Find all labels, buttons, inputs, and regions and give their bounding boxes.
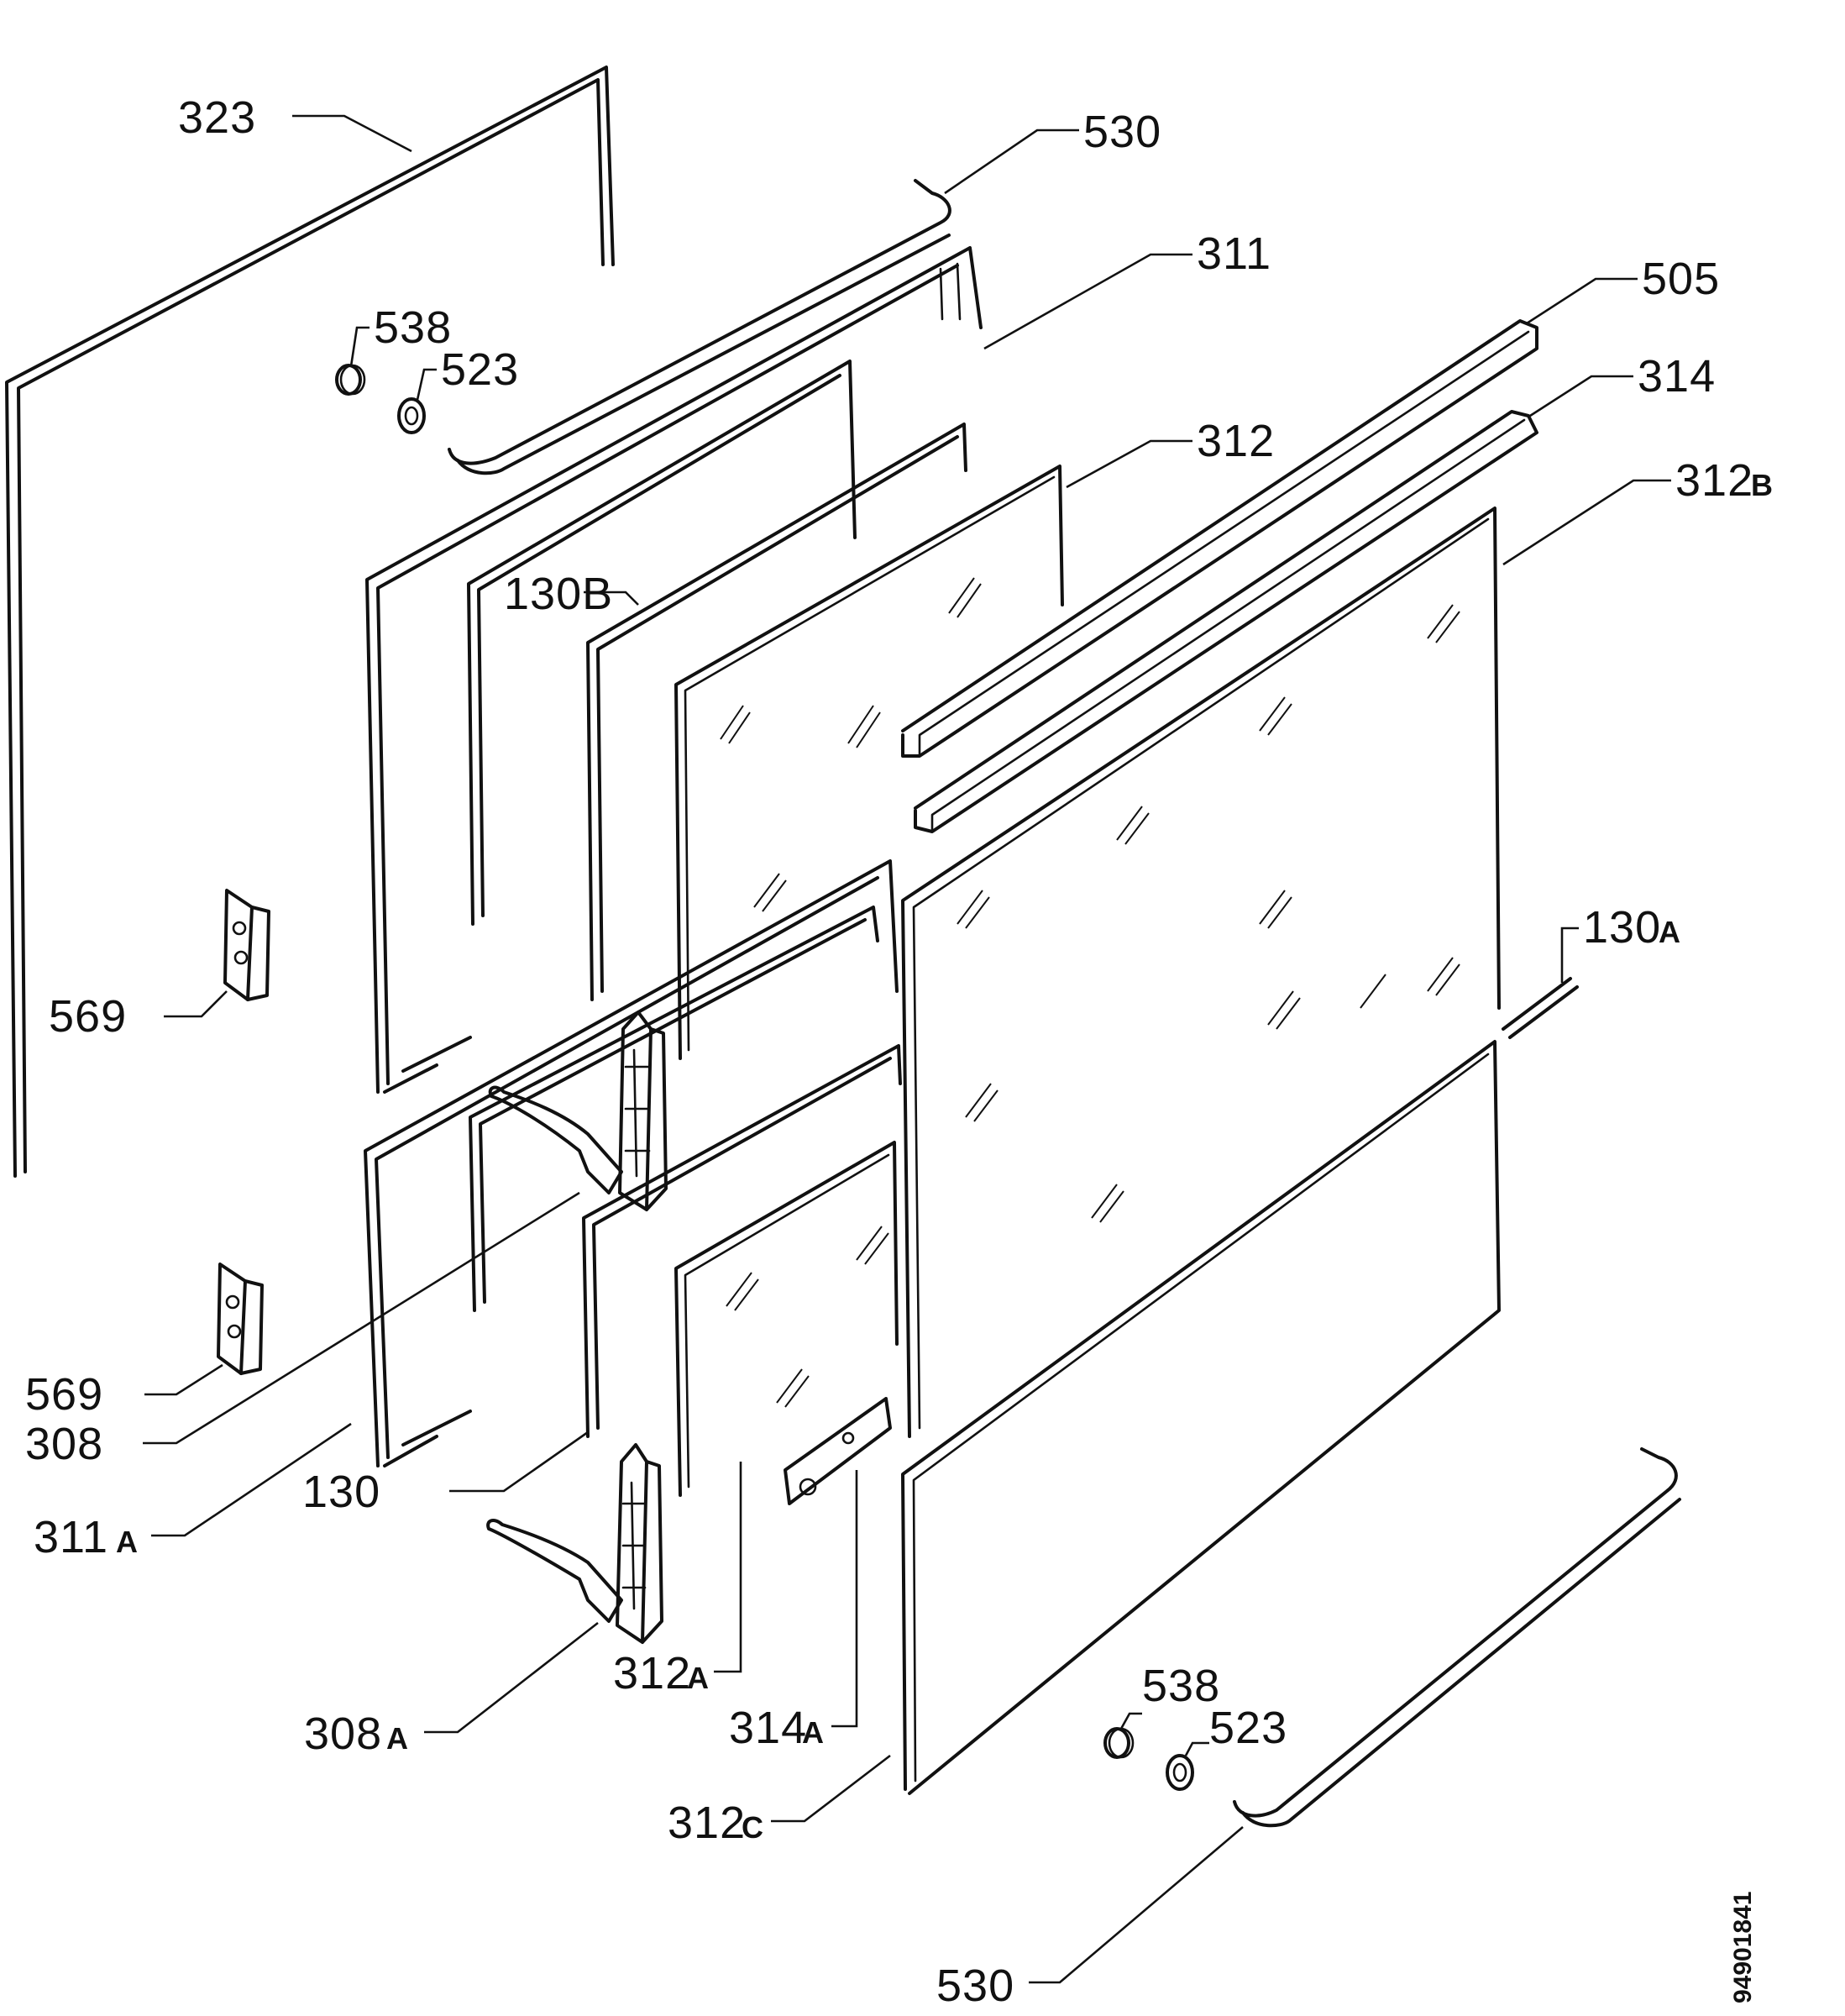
part-323-door-seal <box>5 66 615 1178</box>
part-labels: 323 530 311 505 538 523 314 312 312 B 13… <box>25 92 1773 2011</box>
part-311-upper-frame <box>365 246 983 1094</box>
label-130: 130 <box>302 1467 380 1517</box>
part-308a-hinge <box>486 1443 663 1644</box>
part-312c-lower-glass <box>901 1040 1501 1795</box>
label-523-bottom: 523 <box>1209 1703 1287 1753</box>
part-523-bush-top <box>397 397 426 434</box>
part-569-latch-bottom <box>217 1263 264 1375</box>
label-312b-suffix: B <box>1751 468 1773 502</box>
label-312a-suffix: A <box>687 1661 709 1695</box>
part-314-rail <box>914 410 1538 833</box>
label-311: 311 <box>1197 228 1271 279</box>
label-523-top: 523 <box>441 344 519 395</box>
part-530-bottom-rod <box>1233 1447 1681 1828</box>
label-569-top: 569 <box>49 991 127 1042</box>
label-308: 308 <box>25 1419 103 1469</box>
part-538-cap-top <box>335 364 366 396</box>
part-130a-strip <box>1502 977 1579 1039</box>
label-530-top: 530 <box>1083 107 1161 157</box>
part-312a-glass <box>674 1141 899 1497</box>
label-312: 312 <box>1197 416 1275 466</box>
part-530-top-rod <box>448 179 951 475</box>
label-505: 505 <box>1642 254 1720 304</box>
document-id: 94901841 <box>1729 1892 1757 2003</box>
part-311a-lower-frame <box>364 859 899 1467</box>
leader-lines <box>143 114 1671 1984</box>
label-530-bottom: 530 <box>936 1961 1014 2011</box>
label-311a-number: 311 <box>34 1512 108 1562</box>
part-308-hinge <box>488 1011 668 1211</box>
part-523-bush-bottom <box>1166 1754 1194 1791</box>
label-314: 314 <box>1638 351 1716 402</box>
part-312b-front-glass <box>901 507 1501 1438</box>
label-311a-suffix: A <box>116 1525 138 1559</box>
part-130b-gasket <box>586 423 967 1001</box>
label-538-top: 538 <box>374 302 452 353</box>
label-308a-suffix: A <box>386 1721 408 1756</box>
label-323: 323 <box>178 92 256 143</box>
part-505-rail <box>901 319 1538 758</box>
label-130a-suffix: A <box>1659 915 1680 949</box>
label-569-bottom: 569 <box>25 1369 103 1420</box>
part-569-latch-top <box>223 889 270 1001</box>
label-130a-number: 130 <box>1583 902 1661 953</box>
label-312c-number: 312 <box>668 1798 746 1848</box>
label-308a-number: 308 <box>304 1709 382 1759</box>
label-312b-number: 312 <box>1675 455 1753 506</box>
label-312c-suffix: C <box>742 1810 763 1845</box>
label-314a-suffix: A <box>802 1715 824 1750</box>
part-312-glass <box>674 465 1064 1060</box>
label-312a-number: 312 <box>613 1648 691 1698</box>
label-314a-number: 314 <box>729 1703 807 1753</box>
label-130b: 130B <box>504 569 613 619</box>
label-538-bottom: 538 <box>1142 1661 1220 1711</box>
part-314a-bracket <box>784 1397 892 1505</box>
part-130-gasket <box>582 1044 902 1438</box>
part-538-cap-bottom <box>1103 1727 1135 1759</box>
